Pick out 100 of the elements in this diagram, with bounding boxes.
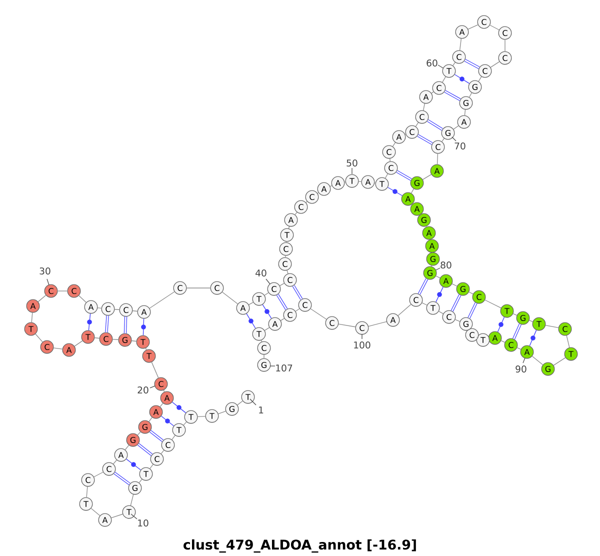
position-label: 107 — [276, 364, 292, 372]
backbone-line — [97, 307, 102, 309]
backbone-line — [137, 432, 141, 436]
backbone-line — [149, 291, 175, 309]
backbone-line — [38, 294, 46, 302]
backbone-line — [295, 308, 300, 312]
backbone-line — [468, 292, 474, 294]
backbone-line — [113, 460, 117, 464]
base-pair-line — [436, 286, 444, 302]
backbone-line — [111, 514, 123, 518]
backbone-line — [504, 39, 506, 52]
backbone-line — [53, 348, 63, 350]
backbone-line — [74, 340, 83, 347]
position-label: 100 — [354, 341, 370, 349]
base-pair-line — [468, 302, 478, 318]
backbone-line — [330, 185, 332, 187]
backbone-line — [452, 284, 458, 286]
backbone-line — [431, 92, 434, 94]
backbone-line — [90, 508, 100, 516]
position-label: 90 — [516, 365, 526, 373]
backbone-line — [35, 334, 43, 342]
backbone-line — [358, 181, 362, 182]
backbone-line — [453, 125, 459, 130]
backbone-line — [490, 61, 500, 68]
backbone-line — [468, 24, 478, 30]
base-pair-line — [246, 313, 256, 329]
base-pair-line — [497, 316, 505, 332]
position-label: 60 — [426, 59, 438, 67]
base-pair-line — [464, 59, 480, 69]
base-pair-line — [396, 170, 412, 181]
backbone-line — [436, 276, 440, 278]
backbone-line — [131, 340, 137, 342]
backbone-line — [454, 319, 460, 322]
backbone-line — [422, 302, 428, 306]
backbone-line — [163, 390, 165, 392]
backbone-line — [160, 450, 164, 454]
backbone-line — [438, 310, 444, 314]
backbone-line — [452, 62, 456, 66]
backbone-line — [500, 340, 506, 343]
position-label: 50 — [346, 159, 358, 167]
base-pair-line — [160, 416, 174, 426]
backbone-line — [286, 270, 288, 274]
backbone-line — [114, 309, 120, 310]
backbone-line — [197, 416, 206, 417]
base-pair-line — [124, 316, 128, 334]
backbone-line — [183, 422, 187, 426]
backbone-line — [368, 321, 387, 327]
backbone-line — [248, 302, 254, 306]
position-label: 10 — [138, 519, 148, 527]
backbone-line — [398, 304, 412, 316]
backbone-line — [148, 417, 152, 422]
backbone-line — [138, 478, 142, 484]
backbone-line — [528, 320, 534, 322]
backbone-line — [112, 339, 119, 340]
base-pair-line — [87, 313, 92, 331]
backbone-line — [94, 472, 104, 478]
backbone-line — [478, 76, 482, 82]
backbone-line — [488, 338, 490, 340]
backbone-line — [512, 313, 518, 316]
backbone-line — [310, 308, 327, 320]
backbone-line — [237, 400, 243, 406]
backbone-line — [150, 464, 154, 469]
backbone-line — [423, 103, 426, 111]
backbone-line — [124, 444, 130, 450]
backbone-line — [78, 295, 86, 303]
position-label: 40 — [256, 269, 266, 277]
backbone-line — [490, 24, 500, 30]
backbone-line — [532, 356, 544, 366]
backbone-line — [94, 337, 100, 339]
backbone-line — [516, 347, 522, 350]
backbone-line — [410, 188, 414, 194]
backbone-line — [31, 312, 33, 323]
backbone-line — [442, 76, 446, 83]
base-pair-line — [388, 187, 402, 196]
backbone-line — [264, 327, 270, 331]
base-pair-line — [105, 316, 109, 332]
base-pair-line — [450, 294, 462, 312]
base-pair-line — [149, 430, 164, 442]
backbone-line — [285, 255, 286, 258]
position-label: 30 — [40, 267, 50, 275]
base-pair-line — [292, 285, 303, 300]
base-pair-line — [529, 330, 537, 346]
backbone-line — [172, 435, 176, 440]
base-pair-line — [137, 443, 153, 456]
backbone-line — [415, 122, 419, 127]
backbone-line — [132, 310, 138, 312]
backbone-line — [545, 324, 559, 328]
backbone-line — [145, 348, 147, 350]
base-pair-line — [417, 134, 433, 145]
backbone-line — [442, 138, 444, 142]
backbone-line — [130, 494, 134, 506]
backbone-line — [264, 292, 269, 296]
base-pair-line — [276, 294, 288, 310]
backbone-line — [288, 226, 290, 229]
backbone-line — [222, 292, 238, 304]
base-pair-line — [141, 318, 146, 336]
backbone-line — [280, 318, 285, 321]
base-pair-line — [418, 278, 428, 295]
position-label: 80 — [440, 261, 452, 269]
backbone-line — [566, 335, 570, 348]
